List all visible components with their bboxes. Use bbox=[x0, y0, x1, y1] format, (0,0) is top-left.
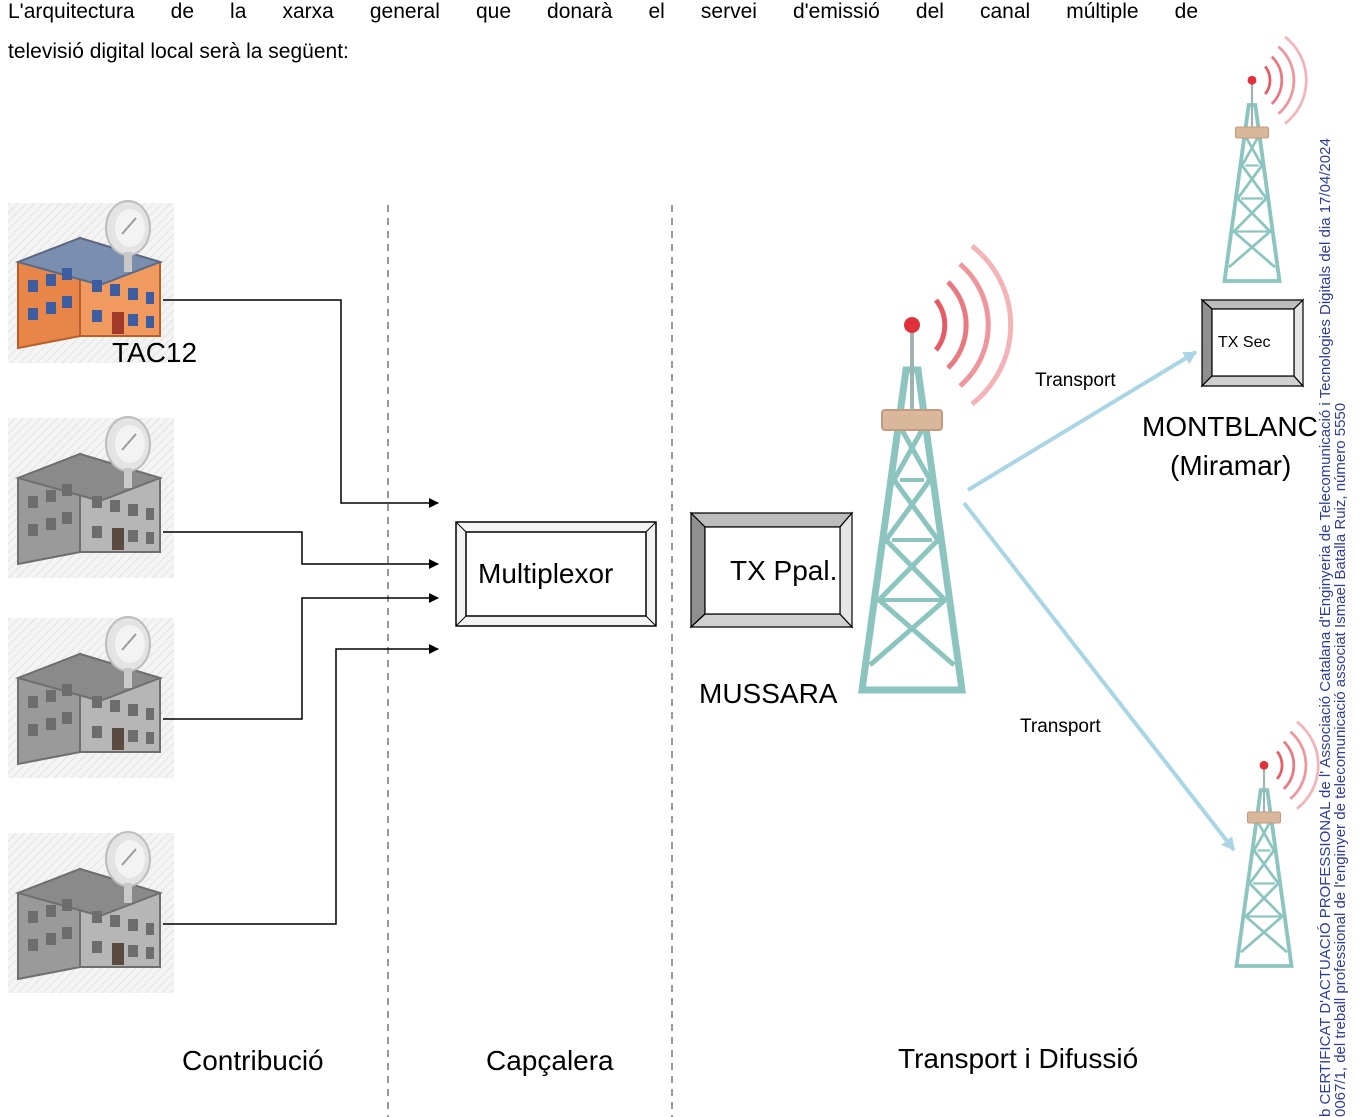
montblanc-label: MONTBLANC bbox=[1142, 411, 1318, 442]
transport-link-upper bbox=[966, 350, 1198, 492]
tx-ppal-label: TX Ppal. bbox=[730, 555, 838, 586]
building-source-2-icon bbox=[8, 416, 174, 578]
building-tac12-icon bbox=[8, 200, 174, 363]
section-capcalera: Capçalera bbox=[486, 1045, 614, 1076]
connector-source-2 bbox=[163, 531, 439, 569]
section-transport-difusio: Transport i Difussió bbox=[898, 1043, 1139, 1074]
intro-line-1: L'arquitectura de la xarxa general que d… bbox=[8, 0, 1198, 23]
section-contribucio: Contribució bbox=[182, 1045, 324, 1076]
connector-source-4 bbox=[163, 644, 439, 925]
tx-ppal-box bbox=[689, 511, 854, 629]
tx-sec-label: TX Sec bbox=[1218, 334, 1271, 351]
main-transmitter-tower-icon bbox=[862, 246, 1011, 690]
connector-source-3 bbox=[163, 593, 439, 720]
intro-line-2: televisió digital local serà la següent: bbox=[8, 40, 349, 63]
transport-link-lower bbox=[962, 501, 1236, 852]
transport-label-upper: Transport bbox=[1035, 370, 1116, 391]
multiplexor-box bbox=[455, 521, 657, 627]
tac12-label: TAC12 bbox=[112, 337, 198, 368]
miramar-label: (Miramar) bbox=[1170, 450, 1292, 481]
transport-label-lower: Transport bbox=[1020, 716, 1101, 737]
tx-sec-box bbox=[1200, 298, 1305, 388]
building-source-3-icon bbox=[8, 616, 174, 778]
intro-paragraph: L'arquitectura de la xarxa general que d… bbox=[8, 0, 1198, 72]
certificate-line-1: b CERTIFICAT D'ACTUACIÓ PROFESSIONAL de … bbox=[1317, 138, 1334, 1117]
multiplexor-label: Multiplexor bbox=[478, 558, 614, 589]
building-source-4-icon bbox=[8, 831, 174, 993]
certificate-line-2: 0067/1, del treball professional de l'en… bbox=[1332, 402, 1349, 1117]
lower-tower-icon bbox=[1234, 719, 1321, 968]
mussara-label: MUSSARA bbox=[699, 678, 838, 709]
connector-tac12 bbox=[163, 299, 439, 508]
montblanc-tower-icon bbox=[1222, 34, 1309, 283]
certificate-stamp: b CERTIFICAT D'ACTUACIÓ PROFESSIONAL de … bbox=[1317, 138, 1349, 1117]
